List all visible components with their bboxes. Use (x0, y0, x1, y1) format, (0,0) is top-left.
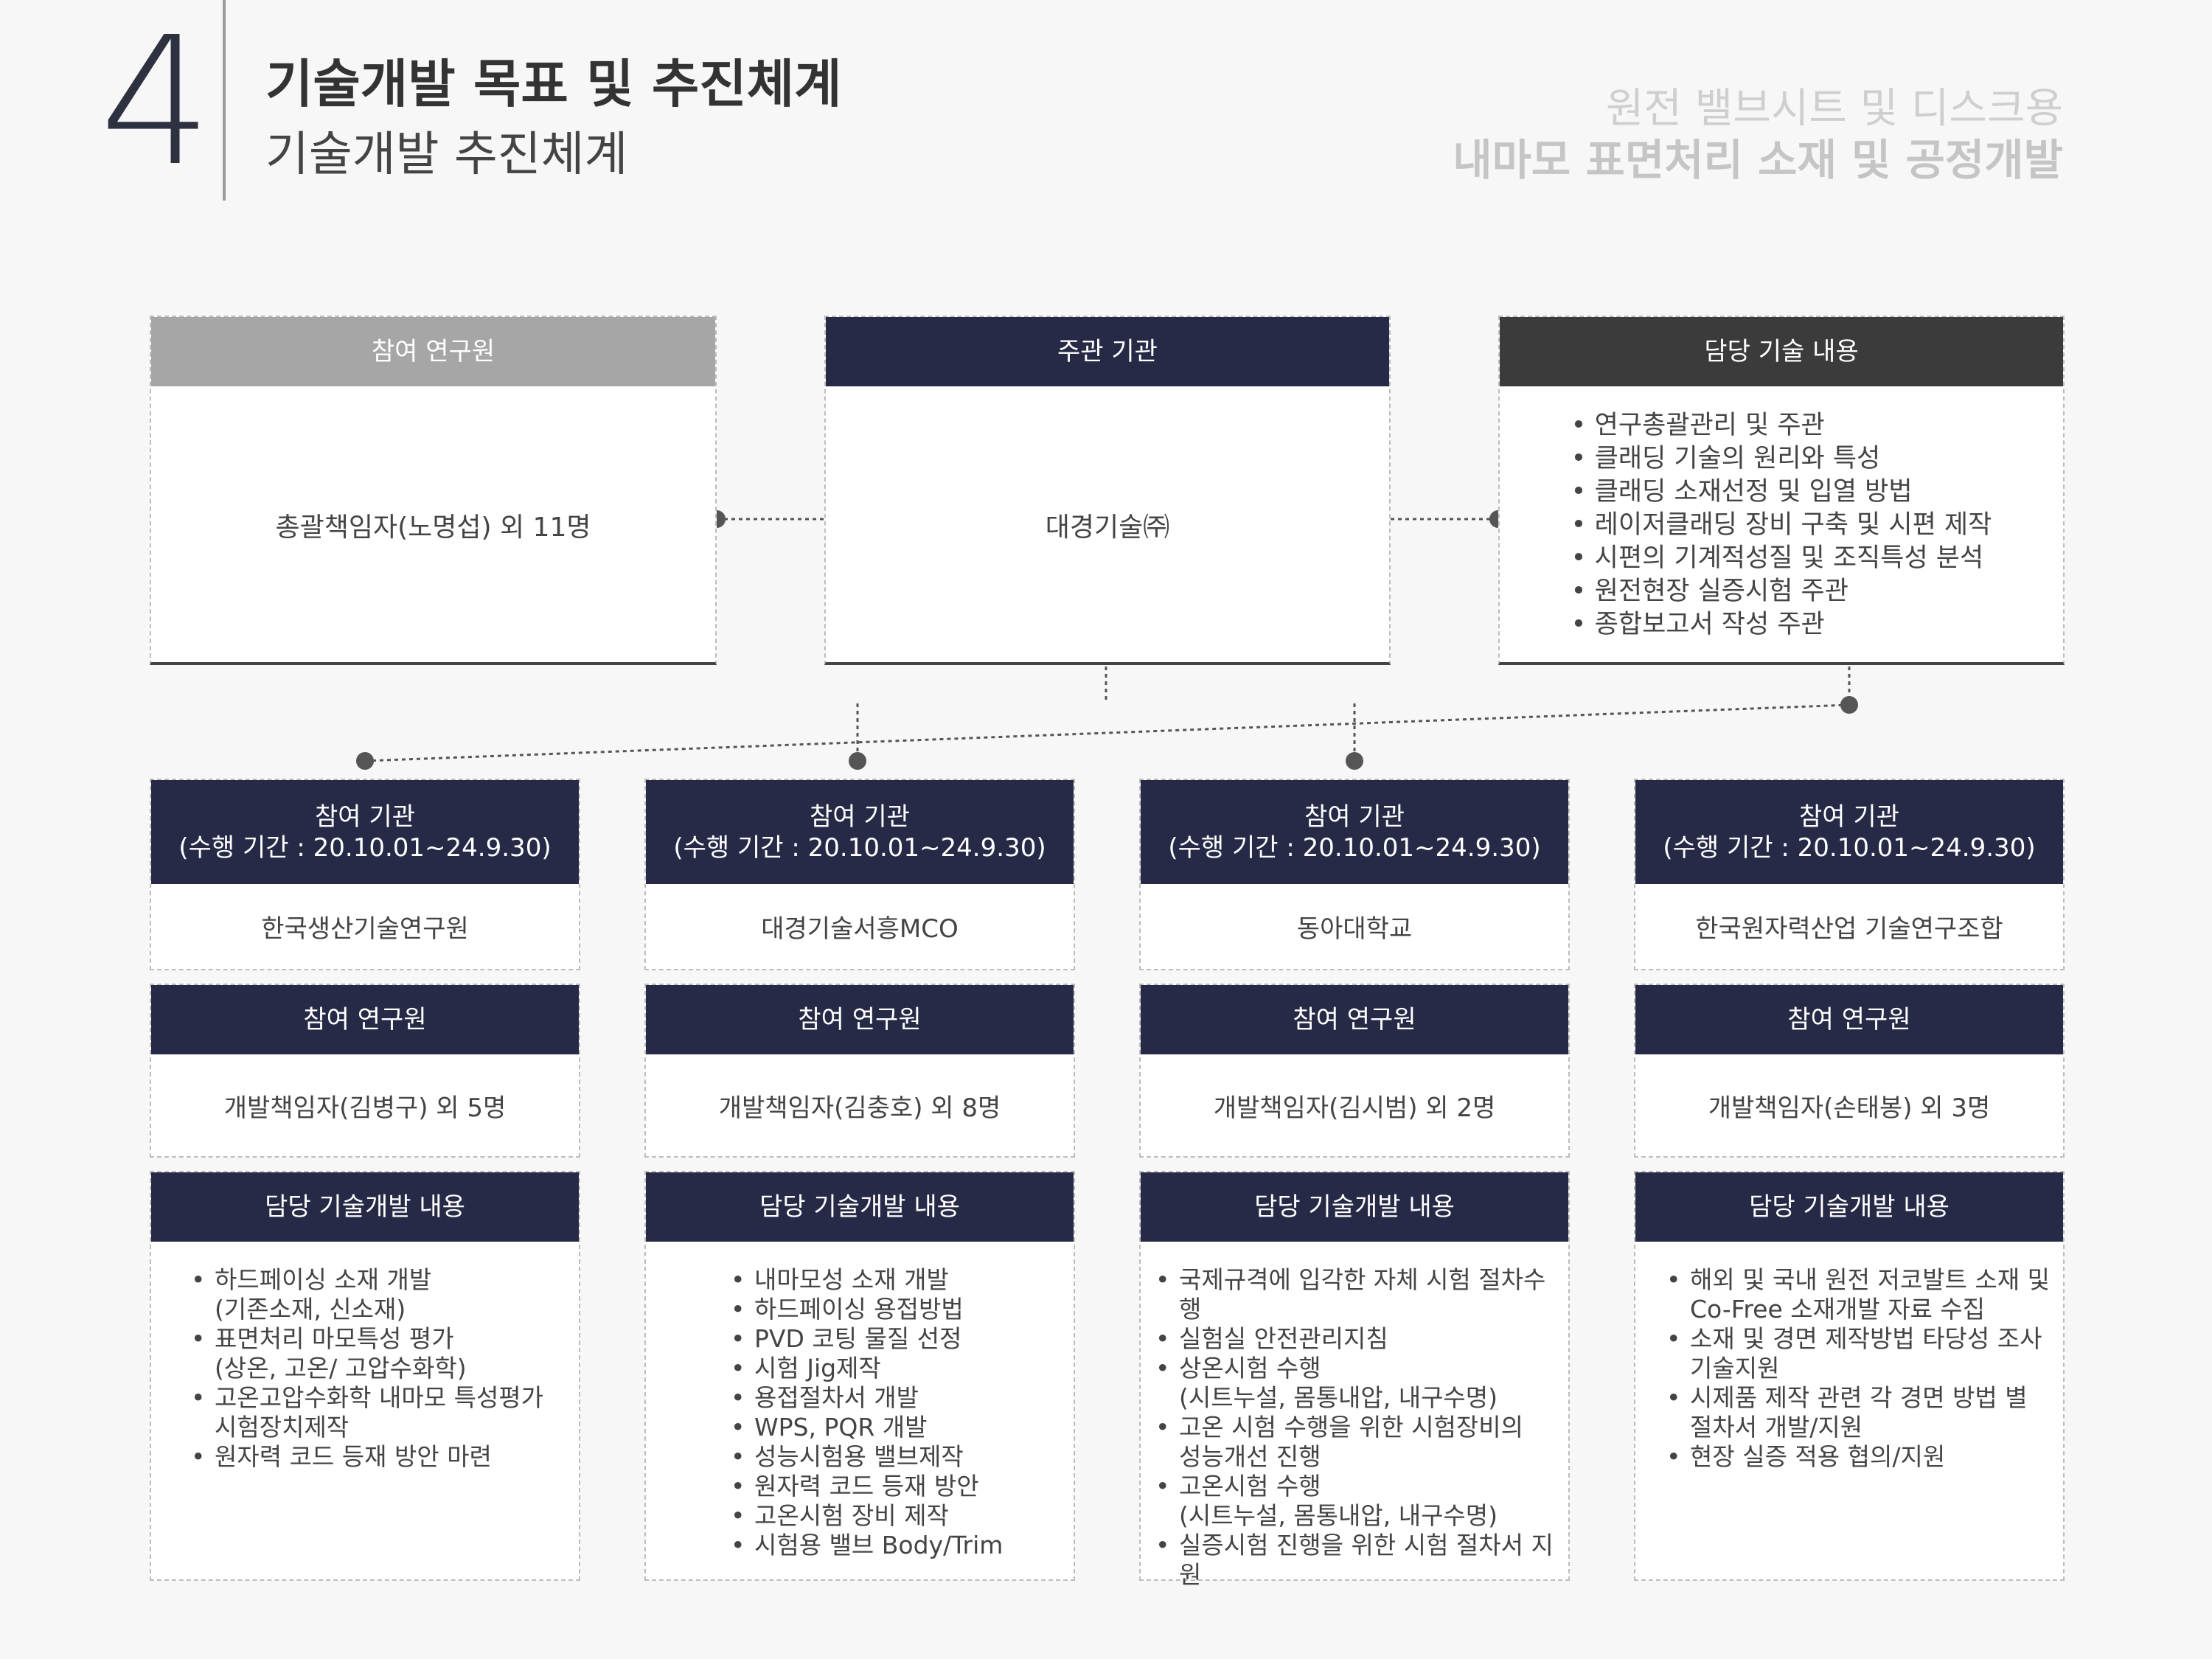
org-task-item: WPS, PQR 개발 (731, 1413, 1062, 1442)
org-researchers-header: 참여 연구원 (1141, 985, 1568, 1054)
org-task-item: 고온고압수화학 내마모 특성평가 시험장치제작 (191, 1383, 567, 1442)
org-tasks-box: 담당 기술개발 내용해외 및 국내 원전 저코발트 소재 및 Co-Free 소… (1634, 1171, 2065, 1581)
tech-content-box: 담당 기술 내용 연구총괄관리 및 주관클래딩 기술의 원리와 특성클래딩 소재… (1498, 316, 2065, 665)
section-number: 4 (100, 0, 212, 205)
org-name: 동아대학교 (1296, 914, 1413, 944)
org-tasks-list: 국제규격에 입각한 자체 시험 절차수행실험실 안전관리지침상온시험 수행 (시… (1155, 1265, 1557, 1590)
org-box: 참여 기관 (수행 기간 : 20.10.01~24.9.30) 한국생산기술연… (150, 779, 580, 970)
org-task-item: 고온 시험 수행을 위한 시험장비의 성능개선 진행 (1155, 1413, 1557, 1472)
tech-content-item: 클래딩 기술의 원리와 특성 (1571, 442, 1992, 476)
connector-dot (849, 752, 866, 770)
project-title-line2: 내마모 표면처리 소재 및 공정개발 (1453, 135, 2063, 185)
org-header: 참여 기관 (수행 기간 : 20.10.01~24.9.30) (1141, 780, 1568, 884)
org-header-label: 참여 기관 (1304, 801, 1405, 832)
org-task-item: 내마모성 소재 개발 (731, 1265, 1062, 1295)
org-researchers-header: 참여 연구원 (646, 985, 1074, 1054)
org-task-item: 고온시험 장비 제작 (731, 1501, 1062, 1531)
org-period: (수행 기간 : 20.10.01~24.9.30) (673, 832, 1046, 863)
org-task-item: 해외 및 국내 원전 저코발트 소재 및 Co-Free 소재개발 자료 수집 (1666, 1265, 2051, 1324)
tech-content-item: 시편의 기계적성질 및 조직특성 분석 (1571, 542, 1992, 575)
tech-content-item: 원전현장 실증시험 주관 (1571, 575, 1992, 608)
org-header-label: 참여 기관 (315, 801, 415, 832)
org-period: (수행 기간 : 20.10.01~24.9.30) (178, 832, 552, 863)
org-researchers: 개발책임자(김병구) 외 5명 (223, 1093, 507, 1123)
project-title-line1: 원전 밸브시트 및 디스크용 (1605, 85, 2063, 133)
org-box: 참여 기관 (수행 기간 : 20.10.01~24.9.30) 동아대학교 (1139, 779, 1570, 970)
org-tasks-box: 담당 기술개발 내용하드페이싱 소재 개발 (기존소재, 신소재)표면처리 마모… (150, 1171, 580, 1581)
org-name: 한국생산기술연구원 (261, 914, 469, 944)
org-header: 참여 기관 (수행 기간 : 20.10.01~24.9.30) (1635, 780, 2063, 884)
org-task-item: 실험실 안전관리지침 (1155, 1324, 1557, 1354)
org-task-item: 성능시험용 밸브제작 (731, 1442, 1062, 1472)
org-header: 참여 기관 (수행 기간 : 20.10.01~24.9.30) (151, 780, 579, 884)
org-tasks-header: 담당 기술개발 내용 (1635, 1172, 2063, 1242)
org-task-item: 표면처리 마모특성 평가 (상온, 고온/ 고압수화학) (191, 1324, 567, 1383)
tech-content-item: 연구총괄관리 및 주관 (1571, 409, 1992, 442)
tech-content-item: 종합보고서 작성 주관 (1571, 608, 1992, 641)
org-tasks-box: 담당 기술개발 내용내마모성 소재 개발하드페이싱 용접방법PVD 코팅 물질 … (644, 1171, 1075, 1581)
org-task-item: 시험용 밸브 Body/Trim (731, 1531, 1062, 1560)
tech-content-header: 담당 기술 내용 (1500, 317, 2063, 386)
lead-org-box: 주관 기관 대경기술㈜ (824, 316, 1391, 665)
org-task-item: 하드페이싱 소재 개발 (기존소재, 신소재) (191, 1265, 567, 1324)
org-researchers-box: 참여 연구원 개발책임자(김병구) 외 5명 (150, 984, 580, 1158)
org-task-item: 원자력 코드 등재 방안 (731, 1472, 1062, 1501)
page-title: 기술개발 목표 및 추진체계 (265, 54, 842, 114)
tech-content-item: 클래딩 소재선정 및 입열 방법 (1571, 476, 1992, 509)
org-tasks-header: 담당 기술개발 내용 (646, 1172, 1074, 1242)
org-task-item: 고온시험 수행 (시트누설, 몸통내압, 내구수명) (1155, 1472, 1557, 1531)
org-header: 참여 기관 (수행 기간 : 20.10.01~24.9.30) (646, 780, 1074, 884)
connector-dot (1346, 752, 1363, 770)
org-header-label: 참여 기관 (1799, 801, 1899, 832)
lead-org-header: 주관 기관 (826, 317, 1389, 386)
org-researchers-box: 참여 연구원 개발책임자(김충호) 외 8명 (644, 984, 1075, 1158)
org-task-item: 소재 및 경면 제작방법 타당성 조사 기술지원 (1666, 1324, 2051, 1383)
org-researchers-header: 참여 연구원 (151, 985, 579, 1054)
connector-diagonal (364, 703, 1850, 762)
org-task-item: 시제품 제작 관련 각 경면 방법 별 절차서 개발/지원 (1666, 1383, 2051, 1442)
org-task-item: 실증시험 진행을 위한 시험 절차서 지원 (1155, 1531, 1557, 1590)
org-researchers-box: 참여 연구원 개발책임자(김시범) 외 2명 (1139, 984, 1570, 1158)
org-header-label: 참여 기관 (810, 801, 910, 832)
org-task-item: 현장 실증 적용 협의/지원 (1666, 1442, 2051, 1472)
org-box: 참여 기관 (수행 기간 : 20.10.01~24.9.30) 대경기술서흥M… (644, 779, 1075, 970)
tech-content-list: 연구총괄관리 및 주관클래딩 기술의 원리와 특성클래딩 소재선정 및 입열 방… (1571, 409, 1992, 641)
researchers-box: 참여 연구원 총괄책임자(노명섭) 외 11명 (150, 316, 717, 665)
researchers-body: 총괄책임자(노명섭) 외 11명 (275, 512, 591, 543)
org-task-item: 용접절차서 개발 (731, 1383, 1062, 1413)
org-task-item: 하드페이싱 용접방법 (731, 1295, 1062, 1324)
org-task-item: 상온시험 수행 (시트누설, 몸통내압, 내구수명) (1155, 1354, 1557, 1413)
org-researchers-header: 참여 연구원 (1635, 985, 2063, 1054)
org-tasks-header: 담당 기술개발 내용 (1141, 1172, 1568, 1242)
org-tasks-list: 내마모성 소재 개발하드페이싱 용접방법PVD 코팅 물질 선정시험 Jig제작… (731, 1265, 1062, 1560)
org-task-item: 원자력 코드 등재 방안 마련 (191, 1442, 567, 1472)
connector-dot (356, 752, 374, 770)
org-tasks-box: 담당 기술개발 내용국제규격에 입각한 자체 시험 절차수행실험실 안전관리지침… (1139, 1171, 1570, 1589)
org-period: (수행 기간 : 20.10.01~24.9.30) (1663, 832, 2036, 863)
org-researchers: 개발책임자(김충호) 외 8명 (718, 1093, 1001, 1123)
tech-content-item: 레이저클래딩 장비 구축 및 시편 제작 (1571, 509, 1992, 542)
org-name: 한국원자력산업 기술연구조합 (1695, 914, 2003, 944)
org-tasks-header: 담당 기술개발 내용 (151, 1172, 579, 1242)
connector-dot (1840, 696, 1858, 714)
org-researchers: 개발책임자(손태봉) 외 3명 (1708, 1093, 1991, 1123)
org-period: (수행 기간 : 20.10.01~24.9.30) (1168, 832, 1541, 863)
org-researchers: 개발책임자(김시범) 외 2명 (1213, 1093, 1496, 1123)
org-tasks-list: 하드페이싱 소재 개발 (기존소재, 신소재)표면처리 마모특성 평가 (상온,… (191, 1265, 567, 1472)
org-task-item: 국제규격에 입각한 자체 시험 절차수행 (1155, 1265, 1557, 1324)
org-task-item: PVD 코팅 물질 선정 (731, 1324, 1062, 1354)
org-name: 대경기술서흥MCO (761, 914, 959, 944)
org-task-item: 시험 Jig제작 (731, 1354, 1062, 1383)
page-subtitle: 기술개발 추진체계 (265, 128, 628, 182)
org-researchers-box: 참여 연구원 개발책임자(손태봉) 외 3명 (1634, 984, 2065, 1158)
researchers-header: 참여 연구원 (151, 317, 715, 386)
header-divider (223, 0, 226, 201)
org-tasks-list: 해외 및 국내 원전 저코발트 소재 및 Co-Free 소재개발 자료 수집소… (1666, 1265, 2051, 1472)
lead-org-name: 대경기술㈜ (1045, 512, 1170, 543)
org-box: 참여 기관 (수행 기간 : 20.10.01~24.9.30) 한국원자력산업… (1634, 779, 2065, 970)
